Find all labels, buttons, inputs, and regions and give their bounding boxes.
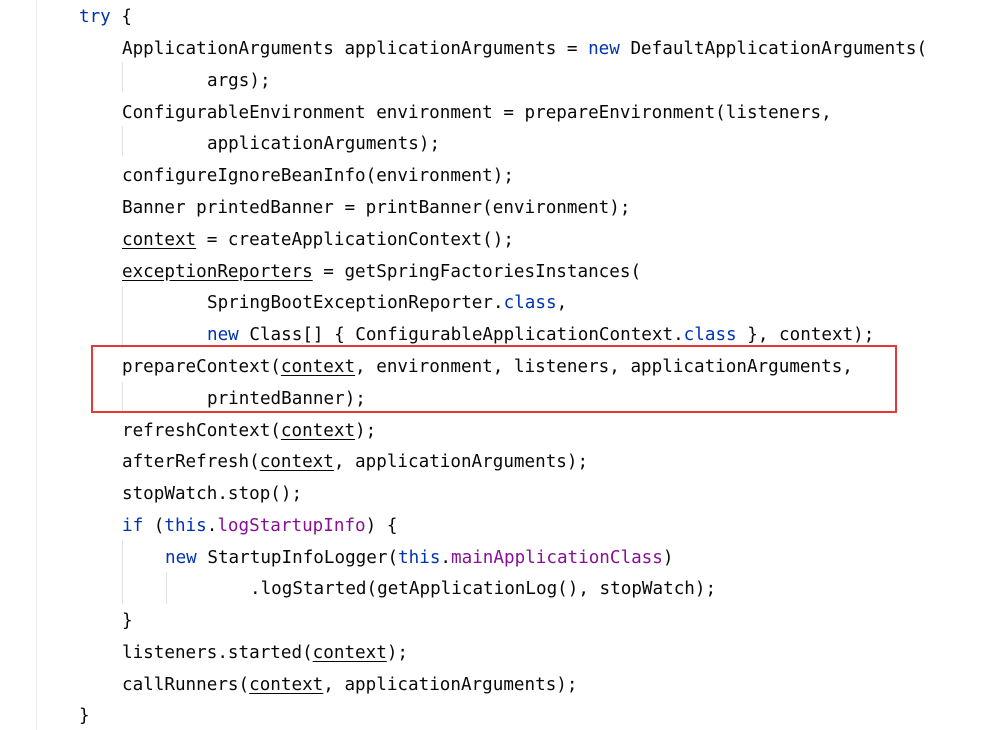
code-token: { <box>110 7 132 27</box>
indent-guide <box>122 382 123 412</box>
code-line[interactable]: listeners.started(context); <box>122 643 408 665</box>
indent-guide <box>166 572 167 604</box>
code-token: } <box>122 611 133 631</box>
code-line[interactable]: printedBanner); <box>207 389 366 411</box>
code-line[interactable]: refreshContext(context); <box>122 421 376 443</box>
code-token: . <box>440 548 452 568</box>
code-line[interactable]: } <box>122 611 133 633</box>
code-token: new <box>165 548 197 568</box>
code-line[interactable]: exceptionReporters = getSpringFactoriesI… <box>122 262 641 284</box>
code-line[interactable]: context = createApplicationContext(); <box>122 230 514 252</box>
code-line[interactable]: stopWatch.stop(); <box>122 484 302 506</box>
code-token: mainApplicationClass <box>451 548 663 568</box>
code-token: Banner printedBanner = printBanner(envir… <box>122 198 631 218</box>
code-token: ); <box>386 643 409 663</box>
code-line[interactable]: ApplicationArguments applicationArgument… <box>122 39 927 61</box>
code-line[interactable]: new StartupInfoLogger(this.mainApplicati… <box>165 548 673 570</box>
indent-guide <box>122 540 123 604</box>
code-line[interactable]: SpringBootExceptionReporter.class, <box>207 293 567 315</box>
code-token: = getSpringFactoriesInstances( <box>312 262 642 282</box>
code-token: ApplicationArguments applicationArgument… <box>122 39 589 59</box>
code-token: context <box>312 643 387 663</box>
code-token: printedBanner); <box>207 389 366 409</box>
code-token: logStartupInfo <box>217 516 366 536</box>
code-token: configureIgnoreBeanInfo(environment); <box>122 166 514 186</box>
code-token: ConfigurableEnvironment environment = pr… <box>122 103 832 123</box>
code-token: Class[] { ConfigurableApplicationContext… <box>238 325 684 345</box>
code-token: DefaultApplicationArguments( <box>619 39 928 59</box>
code-line[interactable]: Banner printedBanner = printBanner(envir… <box>122 198 630 220</box>
code-token: }, context); <box>736 325 875 345</box>
code-token: .logStarted(getApplicationLog(), stopWat… <box>250 579 717 599</box>
code-token: StartupInfoLogger( <box>196 548 399 568</box>
code-token: ) { <box>365 516 398 536</box>
code-token: exceptionReporters <box>122 262 313 282</box>
code-token: args); <box>207 71 271 91</box>
code-token: context <box>259 452 334 472</box>
code-line[interactable]: new Class[] { ConfigurableApplicationCon… <box>207 325 874 347</box>
code-token: context <box>280 357 356 377</box>
code-token: SpringBootExceptionReporter. <box>207 293 504 313</box>
indent-guide <box>122 126 123 156</box>
code-token: = createApplicationContext(); <box>196 230 514 250</box>
code-token: , environment, listeners, applicationArg… <box>355 357 853 377</box>
code-token: try <box>79 7 111 27</box>
code-token: ); <box>355 421 377 441</box>
code-token: this <box>164 516 207 536</box>
code-token: , applicationArguments); <box>323 675 578 695</box>
code-token: refreshContext( <box>122 421 281 441</box>
code-line[interactable]: if (this.logStartupInfo) { <box>122 516 397 538</box>
code-token: this <box>398 548 441 568</box>
code-token: prepareContext( <box>122 357 281 377</box>
code-token: new <box>588 39 620 59</box>
indent-guide <box>122 286 123 348</box>
code-token: applicationArguments); <box>207 134 441 154</box>
code-token: ( <box>143 516 165 536</box>
code-token: context <box>122 230 197 250</box>
code-line[interactable]: afterRefresh(context, applicationArgumen… <box>122 452 588 474</box>
code-token: ) <box>662 548 674 568</box>
editor-gutter-divider <box>36 0 37 730</box>
code-token: , <box>556 293 568 313</box>
code-token: . <box>206 516 218 536</box>
code-token: context <box>249 675 324 695</box>
code-line[interactable]: } <box>79 706 90 728</box>
code-line[interactable]: ConfigurableEnvironment environment = pr… <box>122 103 832 125</box>
code-token: if <box>122 516 144 536</box>
code-token: class <box>683 325 737 345</box>
code-token: new <box>207 325 239 345</box>
code-token: listeners.started( <box>122 643 313 663</box>
code-token: class <box>503 293 557 313</box>
code-token: stopWatch.stop(); <box>122 484 303 504</box>
code-line[interactable]: try { <box>79 7 132 29</box>
code-line[interactable]: applicationArguments); <box>207 134 440 156</box>
code-token: context <box>280 421 356 441</box>
code-token: afterRefresh( <box>122 452 260 472</box>
code-line[interactable]: .logStarted(getApplicationLog(), stopWat… <box>250 579 716 601</box>
highlight-box <box>91 345 897 413</box>
code-line[interactable]: args); <box>207 71 271 93</box>
indent-guide <box>122 62 123 92</box>
code-token: , applicationArguments); <box>333 452 589 472</box>
code-line[interactable]: configureIgnoreBeanInfo(environment); <box>122 166 514 188</box>
code-line[interactable]: callRunners(context, applicationArgument… <box>122 675 577 697</box>
code-line[interactable]: prepareContext(context, environment, lis… <box>122 357 853 379</box>
code-token: } <box>79 706 90 726</box>
code-token: callRunners( <box>122 675 250 695</box>
